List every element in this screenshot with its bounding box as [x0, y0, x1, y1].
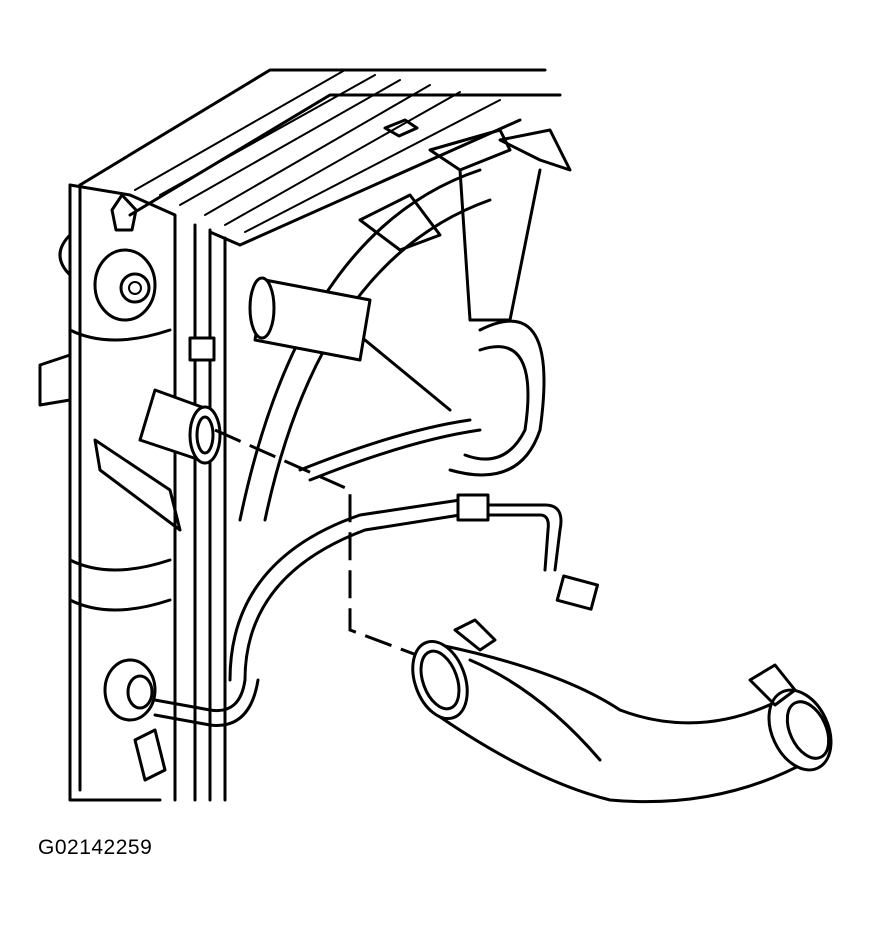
upper-radiator-hose	[411, 618, 833, 804]
coolant-tube	[153, 493, 599, 727]
drain-petcock	[103, 658, 167, 782]
radiator-side-tank	[38, 183, 227, 802]
figure-id-label: G02142259	[38, 836, 153, 859]
fan-motor	[248, 276, 452, 412]
radiator-top-core	[78, 68, 562, 247]
radiator-outlet-neck	[138, 336, 222, 465]
radiator-cap	[93, 193, 157, 322]
alignment-dashed-line	[214, 428, 431, 662]
